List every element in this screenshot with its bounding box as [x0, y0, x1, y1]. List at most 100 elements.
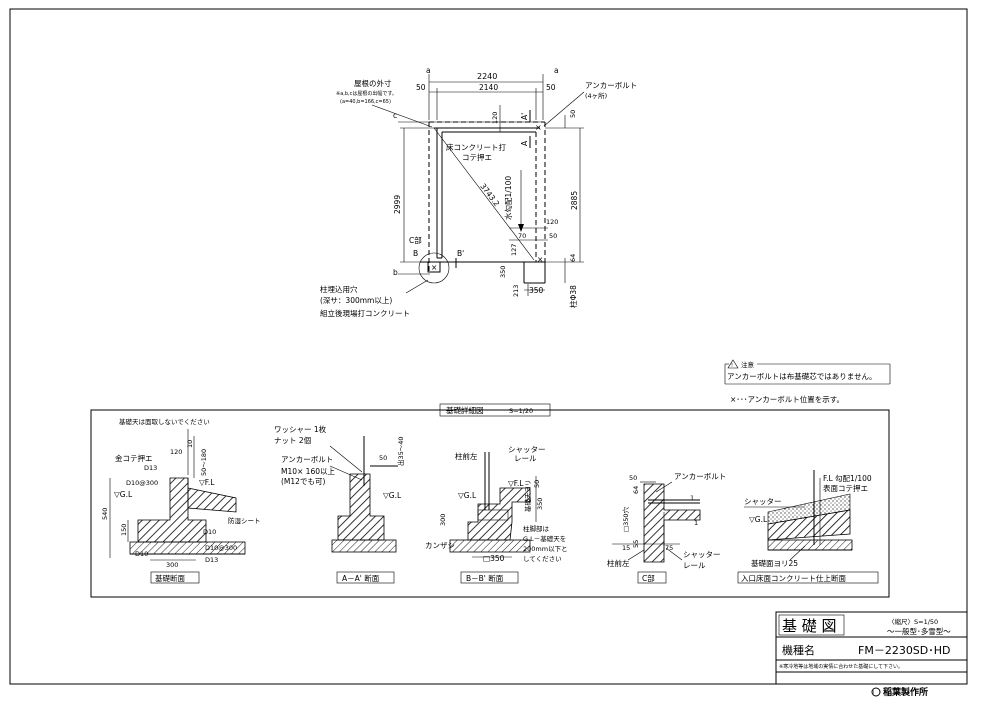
s5-gl: ▽G.L [749, 515, 768, 524]
s1-dim-540: 540 [101, 508, 109, 520]
s3-caption: B－B' 断面 [466, 573, 504, 583]
c-part-label: C部 [409, 235, 422, 245]
dim-diagonal: 3743.2 [478, 182, 501, 209]
s3-note-1: 柱脚部は [523, 524, 550, 533]
s1-dim-150: 150 [120, 524, 128, 536]
s1-fl: ▽F.L [199, 478, 215, 487]
svg-text:×: × [431, 263, 437, 272]
s3-rail: レール [514, 454, 537, 463]
grid-a-right: a [554, 66, 559, 75]
s3-box: □350 [483, 554, 505, 563]
s4-anchor: アンカーボルト [674, 472, 726, 481]
roof-note-1: ※a,b,cは屋根の出幅です。 [336, 90, 397, 97]
svg-text:i: i [873, 690, 874, 696]
s2-spec-1: M10× 160以上 [281, 467, 335, 476]
s2-washer-1: ワッシャー 1枚 [274, 424, 327, 434]
grid-a-left: a [426, 66, 431, 75]
s3-dim-50: 50 [533, 480, 541, 488]
s1-gl: ▽G.L [114, 490, 133, 499]
dim-64: 64 [569, 254, 577, 262]
s4-one-a: 1 [690, 494, 694, 502]
s5-shutter: シャッター [744, 497, 782, 506]
s3-fl: ▽F.L [508, 479, 524, 488]
anchor-legend: ×･･･アンカーボルト位置を示す。 [730, 394, 844, 404]
title-block-scale: 〈縮尺〉S=1/50 [888, 617, 938, 626]
c-part-circle [418, 252, 450, 284]
s1-d10-left: D10 [135, 550, 148, 558]
s1-sheet: 防湿シート [228, 516, 261, 525]
svg-text:×: × [535, 123, 542, 132]
notice-text: アンカーボルトは布基礎芯ではありません。 [727, 371, 876, 381]
s4-dim-64: 64 [632, 486, 640, 494]
s1-dim-10: 10 [186, 440, 194, 448]
company-logo: i 稲葉製作所 [871, 686, 928, 698]
s4-one-b: 1 [694, 519, 698, 527]
slope-label: 水勾配1/100 [503, 176, 513, 220]
dim-50-right-top: 50 [569, 110, 577, 118]
detail-c-part: 50 アンカーボルト 64 □350穴 1 1 55 15 75 シャッター レ… [607, 472, 726, 584]
s1-dim-50-180: 50～180 [200, 449, 208, 476]
dim-350-h: 350 [529, 286, 544, 295]
s2-anchor: アンカーボルト [281, 455, 333, 464]
detail-foundation-section: 基礎天は面取しないでください 120 10 50～180 金コテ押エ D13 D… [101, 417, 261, 584]
section-b: B [413, 249, 418, 258]
s5-base: 基礎面ヨリ25 [751, 558, 798, 568]
section-b2: B' [457, 249, 464, 258]
post-38: 柱Φ38 [568, 285, 578, 308]
s3-gl: ▽G.L [458, 491, 477, 500]
title-block-title: 基 礎 図 [782, 617, 837, 635]
s4-shutter: シャッター [683, 550, 721, 559]
dim-50-mid: 50 [549, 232, 557, 240]
s2-spec-2: (M12でも可) [281, 477, 325, 486]
s1-d13-top: D13 [144, 464, 157, 472]
s2-washer-2: ナット 2個 [274, 435, 311, 445]
s5-fl: F.L 勾配1/100 [823, 473, 872, 483]
sheet-border [9, 8, 968, 685]
plan-view: a a 2240 2140 50 50 屋根の外寸 ※a,b,cは屋根の出幅です… [320, 66, 637, 318]
s4-dim-50: 50 [629, 474, 637, 482]
s1-caption: 基礎断面 [155, 573, 185, 583]
floor-label-2: コテ押エ [462, 152, 492, 162]
detail-group-title: 基礎詳細図 [446, 405, 484, 415]
s2-caption: A－A' 断面 [342, 573, 380, 583]
floor-label-1: 床コンクリート打 [446, 142, 506, 152]
s3-dim-350: 350 [536, 498, 544, 510]
s3-dim-300: 300 [439, 514, 447, 526]
title-block-model-label: 機種名 [782, 643, 815, 657]
s3-post-left: 柱前左 [455, 451, 478, 461]
s1-dim-120: 120 [170, 448, 182, 456]
s3-note-2: G.L－基礎天を [523, 534, 566, 543]
s1-dim-300: 300 [166, 561, 178, 569]
title-block-types: ～一般型･多雪型～ [887, 626, 951, 636]
dim-left-height: 2999 [393, 195, 402, 214]
s1-d10-300-bottom: D10@300 [205, 544, 237, 552]
s1-d13-bottom: D13 [205, 556, 218, 564]
svg-text:×: × [537, 255, 543, 264]
section-a2: A' [520, 113, 529, 120]
s1-d10-right: D10 [203, 528, 216, 536]
notice-title: 注意 [741, 360, 755, 369]
grid-b: b [393, 268, 398, 277]
s5-caption: 入口床面コンクリート仕上断面 [741, 573, 846, 583]
s1-trowel: 金コテ押エ [115, 453, 153, 463]
post-hole-3: 組立後現場打コンクリート [320, 308, 410, 318]
detail-section-aa: ワッシャー 1枚 ナット 2個 アンカーボルト M10× 160以上 (M12で… [274, 424, 405, 584]
s3-note-3: 200mm以下と [523, 545, 568, 553]
dim-70: 70 [518, 232, 526, 240]
s4-hole: □350穴 [621, 506, 630, 532]
s4-post-left: 柱前左 [607, 558, 630, 568]
detail-group-scale: S=1/20 [509, 407, 533, 415]
svg-text:!: ! [731, 363, 733, 369]
s3-kanzashi: カンザシ [425, 541, 455, 550]
dim-127: 127 [510, 244, 518, 256]
dim-margin-left: 50 [416, 83, 426, 92]
roof-outline-label: 屋根の外寸 [354, 78, 392, 88]
roof-note-2: (a=40,b=166,c=65) [340, 99, 391, 105]
section-a: A [520, 140, 529, 146]
dim-120-top: 120 [491, 112, 499, 124]
anchor-count: (4ヶ所) [585, 91, 607, 100]
s3-shutter: シャッター [508, 445, 546, 454]
dim-overall-width: 2240 [477, 72, 497, 81]
s1-d10-300-top: D10@300 [126, 479, 158, 487]
